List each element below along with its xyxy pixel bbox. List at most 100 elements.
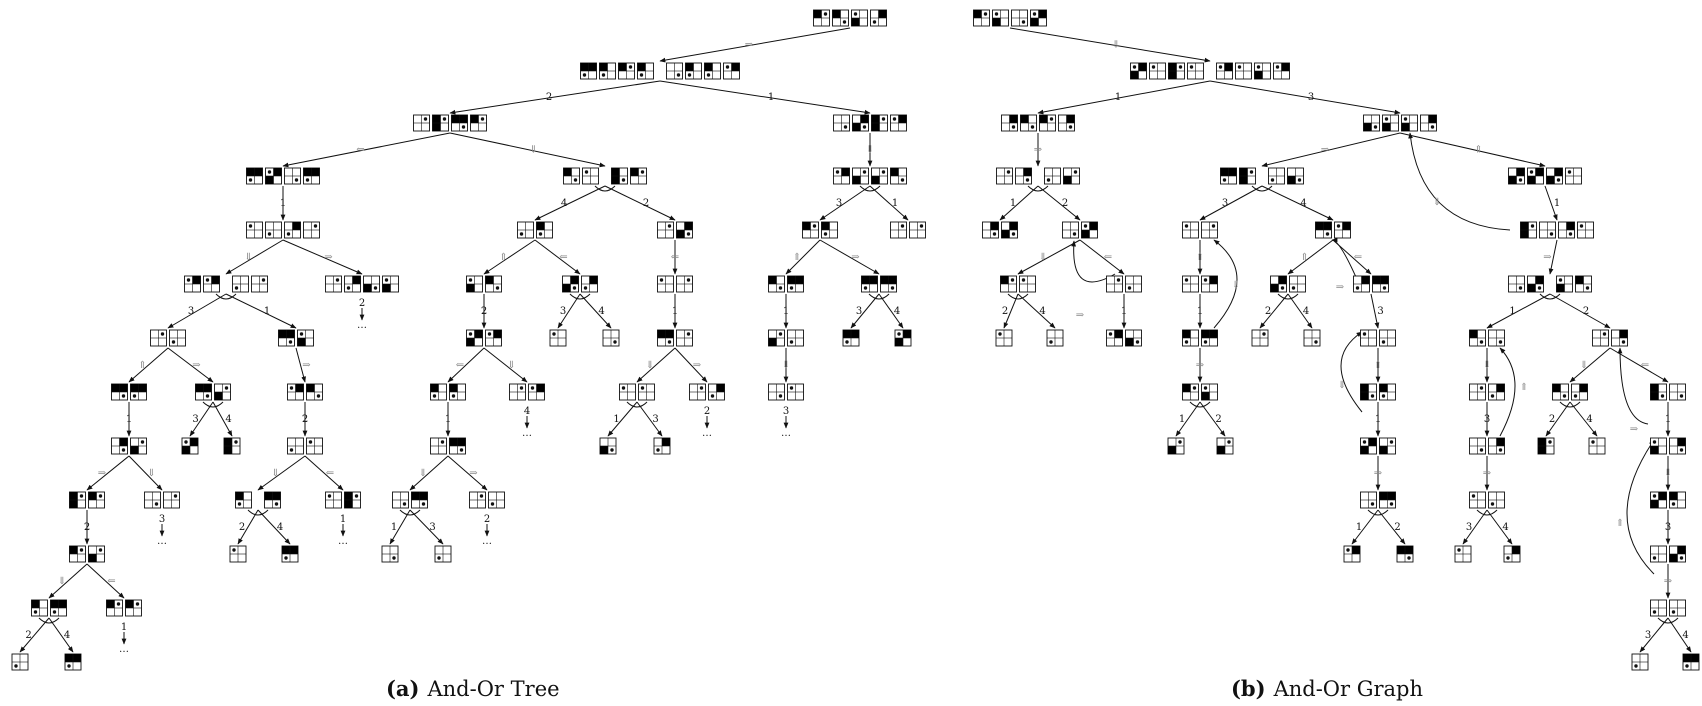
grid-cell bbox=[1044, 167, 1061, 185]
grid-cell bbox=[1182, 329, 1199, 347]
edge-label: ⇒ bbox=[1374, 468, 1383, 479]
grid-cell bbox=[1669, 491, 1686, 509]
edge-arrow bbox=[819, 239, 880, 275]
edge-label: 2 bbox=[643, 198, 649, 209]
grid-cell bbox=[1220, 167, 1237, 185]
grid-cell bbox=[1182, 275, 1199, 293]
edge-label: 2 bbox=[359, 298, 365, 309]
grid-cell bbox=[1020, 114, 1037, 132]
grid-cell bbox=[995, 329, 1013, 347]
edge-label: … bbox=[119, 644, 129, 655]
grid-cell bbox=[214, 383, 231, 401]
and-arc bbox=[202, 401, 224, 408]
grid-cell bbox=[1650, 599, 1667, 617]
grid-cell bbox=[69, 491, 86, 509]
edge-label: ⇑ bbox=[1520, 382, 1528, 393]
edge-label: ⇒ bbox=[1664, 576, 1673, 587]
grid-cell bbox=[1631, 653, 1649, 671]
grid-cell bbox=[106, 599, 123, 617]
edge-label: 3 bbox=[1466, 522, 1472, 533]
edge-label: ⇒ bbox=[1336, 282, 1345, 293]
edge-label: ⇐ bbox=[1354, 252, 1362, 263]
grid-cell bbox=[306, 437, 323, 455]
grid-cell bbox=[1382, 114, 1399, 132]
edge-label: ⇒ bbox=[1543, 252, 1552, 263]
grid-cell bbox=[1251, 329, 1269, 347]
edge-arrow bbox=[257, 509, 291, 545]
grid-cell bbox=[870, 9, 887, 27]
grid-cell bbox=[1360, 383, 1377, 401]
grid-cell bbox=[31, 599, 48, 617]
grid-cell bbox=[657, 329, 674, 347]
edge-arrow bbox=[483, 239, 536, 275]
edge-label: 3 bbox=[1484, 414, 1490, 425]
edge-label: 2 bbox=[302, 414, 308, 425]
and-arc bbox=[868, 293, 890, 300]
grid-cell bbox=[813, 9, 830, 27]
grid-cell bbox=[787, 275, 804, 293]
edge-arrow bbox=[1408, 132, 1511, 231]
grid-cell bbox=[344, 275, 361, 293]
edge-arrow bbox=[225, 293, 297, 329]
grid-cell bbox=[203, 275, 220, 293]
grid-cell bbox=[768, 383, 785, 401]
edge-label: 2 bbox=[1062, 198, 1068, 209]
edge-label: 2 bbox=[1583, 306, 1589, 317]
grid-cell bbox=[852, 167, 869, 185]
edge-label: 2 bbox=[1394, 522, 1400, 533]
edge-label: ⇐ bbox=[1641, 360, 1649, 371]
edge-arrow bbox=[1175, 401, 1201, 437]
edge-label: 3 bbox=[429, 522, 435, 533]
edge-label: 1 bbox=[264, 306, 270, 317]
grid-cell bbox=[1167, 437, 1185, 455]
edge-label: ⇓ bbox=[1338, 380, 1346, 391]
grid-cell bbox=[1360, 437, 1377, 455]
edge-label: 1 bbox=[1375, 414, 1381, 425]
edge-arrow bbox=[48, 617, 74, 653]
grid-cell bbox=[1011, 9, 1028, 27]
grid-cell bbox=[466, 275, 483, 293]
grid-cell bbox=[1235, 62, 1252, 80]
edge-arrow bbox=[999, 185, 1039, 221]
edge-label: 1 bbox=[1356, 522, 1362, 533]
edge-label: 2 bbox=[1002, 306, 1008, 317]
grid-cell bbox=[708, 383, 725, 401]
edge-label: ⇑ bbox=[1474, 145, 1482, 156]
edge-label: ⇓ bbox=[1433, 197, 1441, 208]
grid-cell bbox=[1539, 221, 1556, 239]
grid-cell bbox=[1289, 275, 1306, 293]
grid-cell bbox=[297, 329, 314, 347]
edge-label: ⇓ bbox=[529, 145, 537, 156]
grid-cell bbox=[88, 491, 105, 509]
edge-arrow bbox=[1017, 239, 1081, 275]
grid-cell bbox=[411, 491, 428, 509]
edge-label: ⇐ bbox=[671, 252, 679, 263]
grid-cell bbox=[1379, 383, 1396, 401]
grid-cell bbox=[430, 437, 447, 455]
grid-cell bbox=[1058, 114, 1075, 132]
edge-label: … bbox=[157, 536, 167, 547]
and-arc bbox=[594, 185, 616, 192]
grid-cell bbox=[880, 275, 897, 293]
edge-arrow bbox=[1261, 185, 1334, 221]
grid-cell bbox=[562, 275, 579, 293]
edge-arrow bbox=[1486, 293, 1551, 329]
grid-cell bbox=[1182, 383, 1199, 401]
grid-cell bbox=[1546, 167, 1563, 185]
grid-cell bbox=[413, 114, 430, 132]
edge-arrow bbox=[1037, 80, 1211, 115]
and-arc bbox=[859, 185, 881, 192]
edge-arrow bbox=[869, 185, 909, 221]
edge-label: ⇑ bbox=[1300, 252, 1308, 263]
edge-label: 3 bbox=[159, 514, 165, 525]
edge-arrow bbox=[86, 455, 130, 491]
edge-label: ⇐ bbox=[107, 576, 115, 587]
edge-label: ⇐ bbox=[456, 360, 464, 371]
grid-cell bbox=[890, 221, 907, 239]
grid-cell bbox=[1669, 437, 1686, 455]
edge-arrow bbox=[1399, 132, 1546, 168]
edge-arrow bbox=[1626, 439, 1655, 575]
grid-cell bbox=[1015, 167, 1032, 185]
grid-cell bbox=[1081, 221, 1098, 239]
and-arc bbox=[1277, 293, 1299, 300]
